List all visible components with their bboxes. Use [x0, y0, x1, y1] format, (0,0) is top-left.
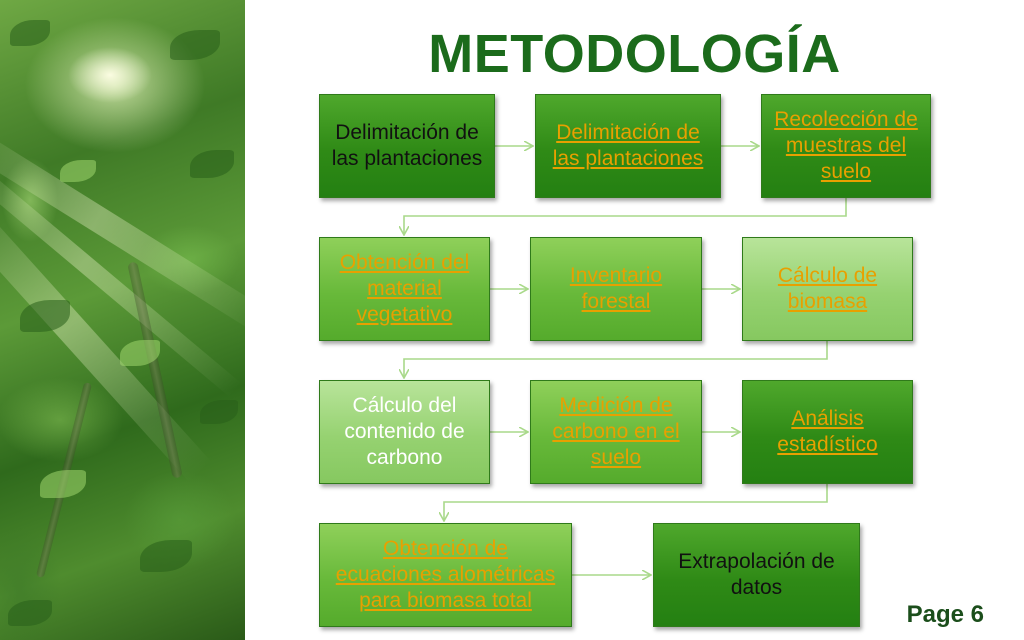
- step-box-s4[interactable]: Obtención del material vegetativo: [319, 237, 490, 341]
- step-label-s9[interactable]: Análisis estadístico: [777, 407, 878, 456]
- step-box-s3[interactable]: Recolección de muestras del suelo: [761, 94, 931, 198]
- page-number: Page 6: [906, 601, 984, 628]
- step-label-s7: Cálculo del contenido de carbono: [344, 394, 465, 469]
- step-label-s6[interactable]: Cálculo de biomasa: [777, 264, 878, 313]
- step-label-s2[interactable]: Delimitación de las plantaciones: [552, 121, 704, 170]
- step-label-s1: Delimitación de las plantaciones: [331, 121, 483, 170]
- forest-photo: [0, 0, 245, 640]
- step-label-s11: Extrapolación de datos: [678, 550, 835, 599]
- slide-title: METODOLOGÍA: [428, 24, 841, 84]
- connector-s9-s10: [444, 484, 828, 520]
- step-box-s8[interactable]: Medición de carbono en el suelo: [530, 380, 702, 484]
- step-box-s2[interactable]: Delimitación de las plantaciones: [535, 94, 721, 198]
- step-box-s9[interactable]: Análisis estadístico: [742, 380, 913, 484]
- step-box-s7: Cálculo del contenido de carbono: [319, 380, 490, 484]
- step-box-s10[interactable]: Obtención de ecuaciones alométricas para…: [319, 523, 572, 627]
- step-label-s4[interactable]: Obtención del material vegetativo: [339, 251, 470, 326]
- step-box-s6[interactable]: Cálculo de biomasa: [742, 237, 913, 341]
- step-label-s10[interactable]: Obtención de ecuaciones alométricas para…: [335, 537, 556, 612]
- step-box-s5[interactable]: Inventario forestal: [530, 237, 702, 341]
- step-label-s3[interactable]: Recolección de muestras del suelo: [774, 108, 918, 183]
- connector-s3-s4: [404, 198, 847, 234]
- step-box-s11: Extrapolación de datos: [653, 523, 860, 627]
- step-label-s5[interactable]: Inventario forestal: [569, 264, 663, 313]
- connector-s6-s7: [404, 341, 828, 377]
- step-label-s8[interactable]: Medición de carbono en el suelo: [552, 394, 680, 469]
- step-box-s1: Delimitación de las plantaciones: [319, 94, 495, 198]
